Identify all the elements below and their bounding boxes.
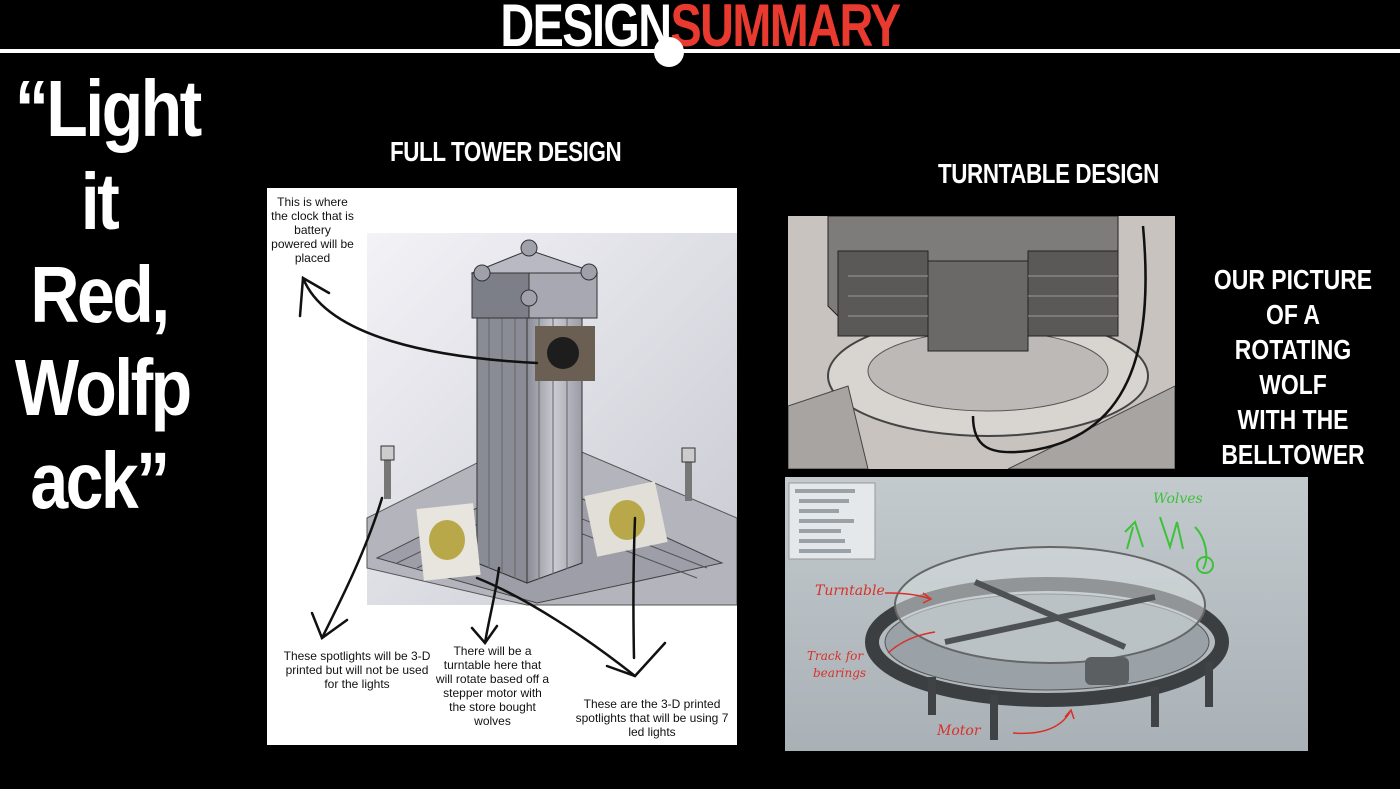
- annotation-turntable: There will be a turntable here that will…: [435, 644, 550, 728]
- turntable-render-image: [788, 216, 1175, 469]
- wolf-caption-line: ROTATING WOLF: [1234, 334, 1352, 400]
- wolf-caption-line: BELLTOWER: [1221, 439, 1365, 470]
- slogan-quote: “Light it Red, Wolfp ack”: [0, 62, 202, 527]
- cad-render: [788, 482, 1229, 740]
- cad-label-bearings: bearings: [813, 666, 867, 680]
- slogan-line: Red,: [30, 250, 170, 339]
- slogan-line: “Light: [14, 64, 202, 153]
- wolf-caption-line: OUR PICTURE OF A: [1213, 264, 1373, 330]
- cad-turntable-image: Turntable Track for bearings Motor Wolve…: [785, 477, 1308, 751]
- header-divider: [0, 49, 1400, 53]
- slogan-line: Wolfp: [14, 343, 192, 432]
- slogan-line: ack”: [30, 436, 170, 525]
- wolf-caption: OUR PICTURE OF A ROTATING WOLF WITH THE …: [1203, 262, 1383, 472]
- turntable-label: TURNTABLE DESIGN: [938, 158, 1159, 189]
- title-part-design: DESIGN: [500, 0, 672, 59]
- page-title: DESIGNSUMMARY: [154, 0, 1246, 58]
- annotation-clock: This is where the clock that is battery …: [271, 195, 354, 265]
- tower-render: [298, 233, 737, 678]
- annotation-spotlights-led: These are the 3-D printed spotlights tha…: [575, 697, 729, 739]
- cad-label-motor: Motor: [937, 723, 981, 739]
- full-tower-image: This is where the clock that is battery …: [267, 188, 737, 745]
- cad-label-track: Track for: [807, 649, 864, 663]
- header: DESIGNSUMMARY: [0, 0, 1400, 67]
- turntable-render: [788, 216, 1175, 469]
- wolf-caption-line: WITH THE: [1237, 404, 1349, 435]
- cad-label-turntable: Turntable: [815, 583, 885, 599]
- annotation-spotlights-unused: These spotlights will be 3-D printed but…: [283, 649, 431, 691]
- header-dot: [654, 37, 684, 67]
- full-tower-label: FULL TOWER DESIGN: [390, 136, 622, 167]
- slogan-line: it: [80, 157, 120, 246]
- title-part-summary: SUMMARY: [670, 0, 901, 59]
- cad-label-wolves: Wolves: [1153, 491, 1203, 507]
